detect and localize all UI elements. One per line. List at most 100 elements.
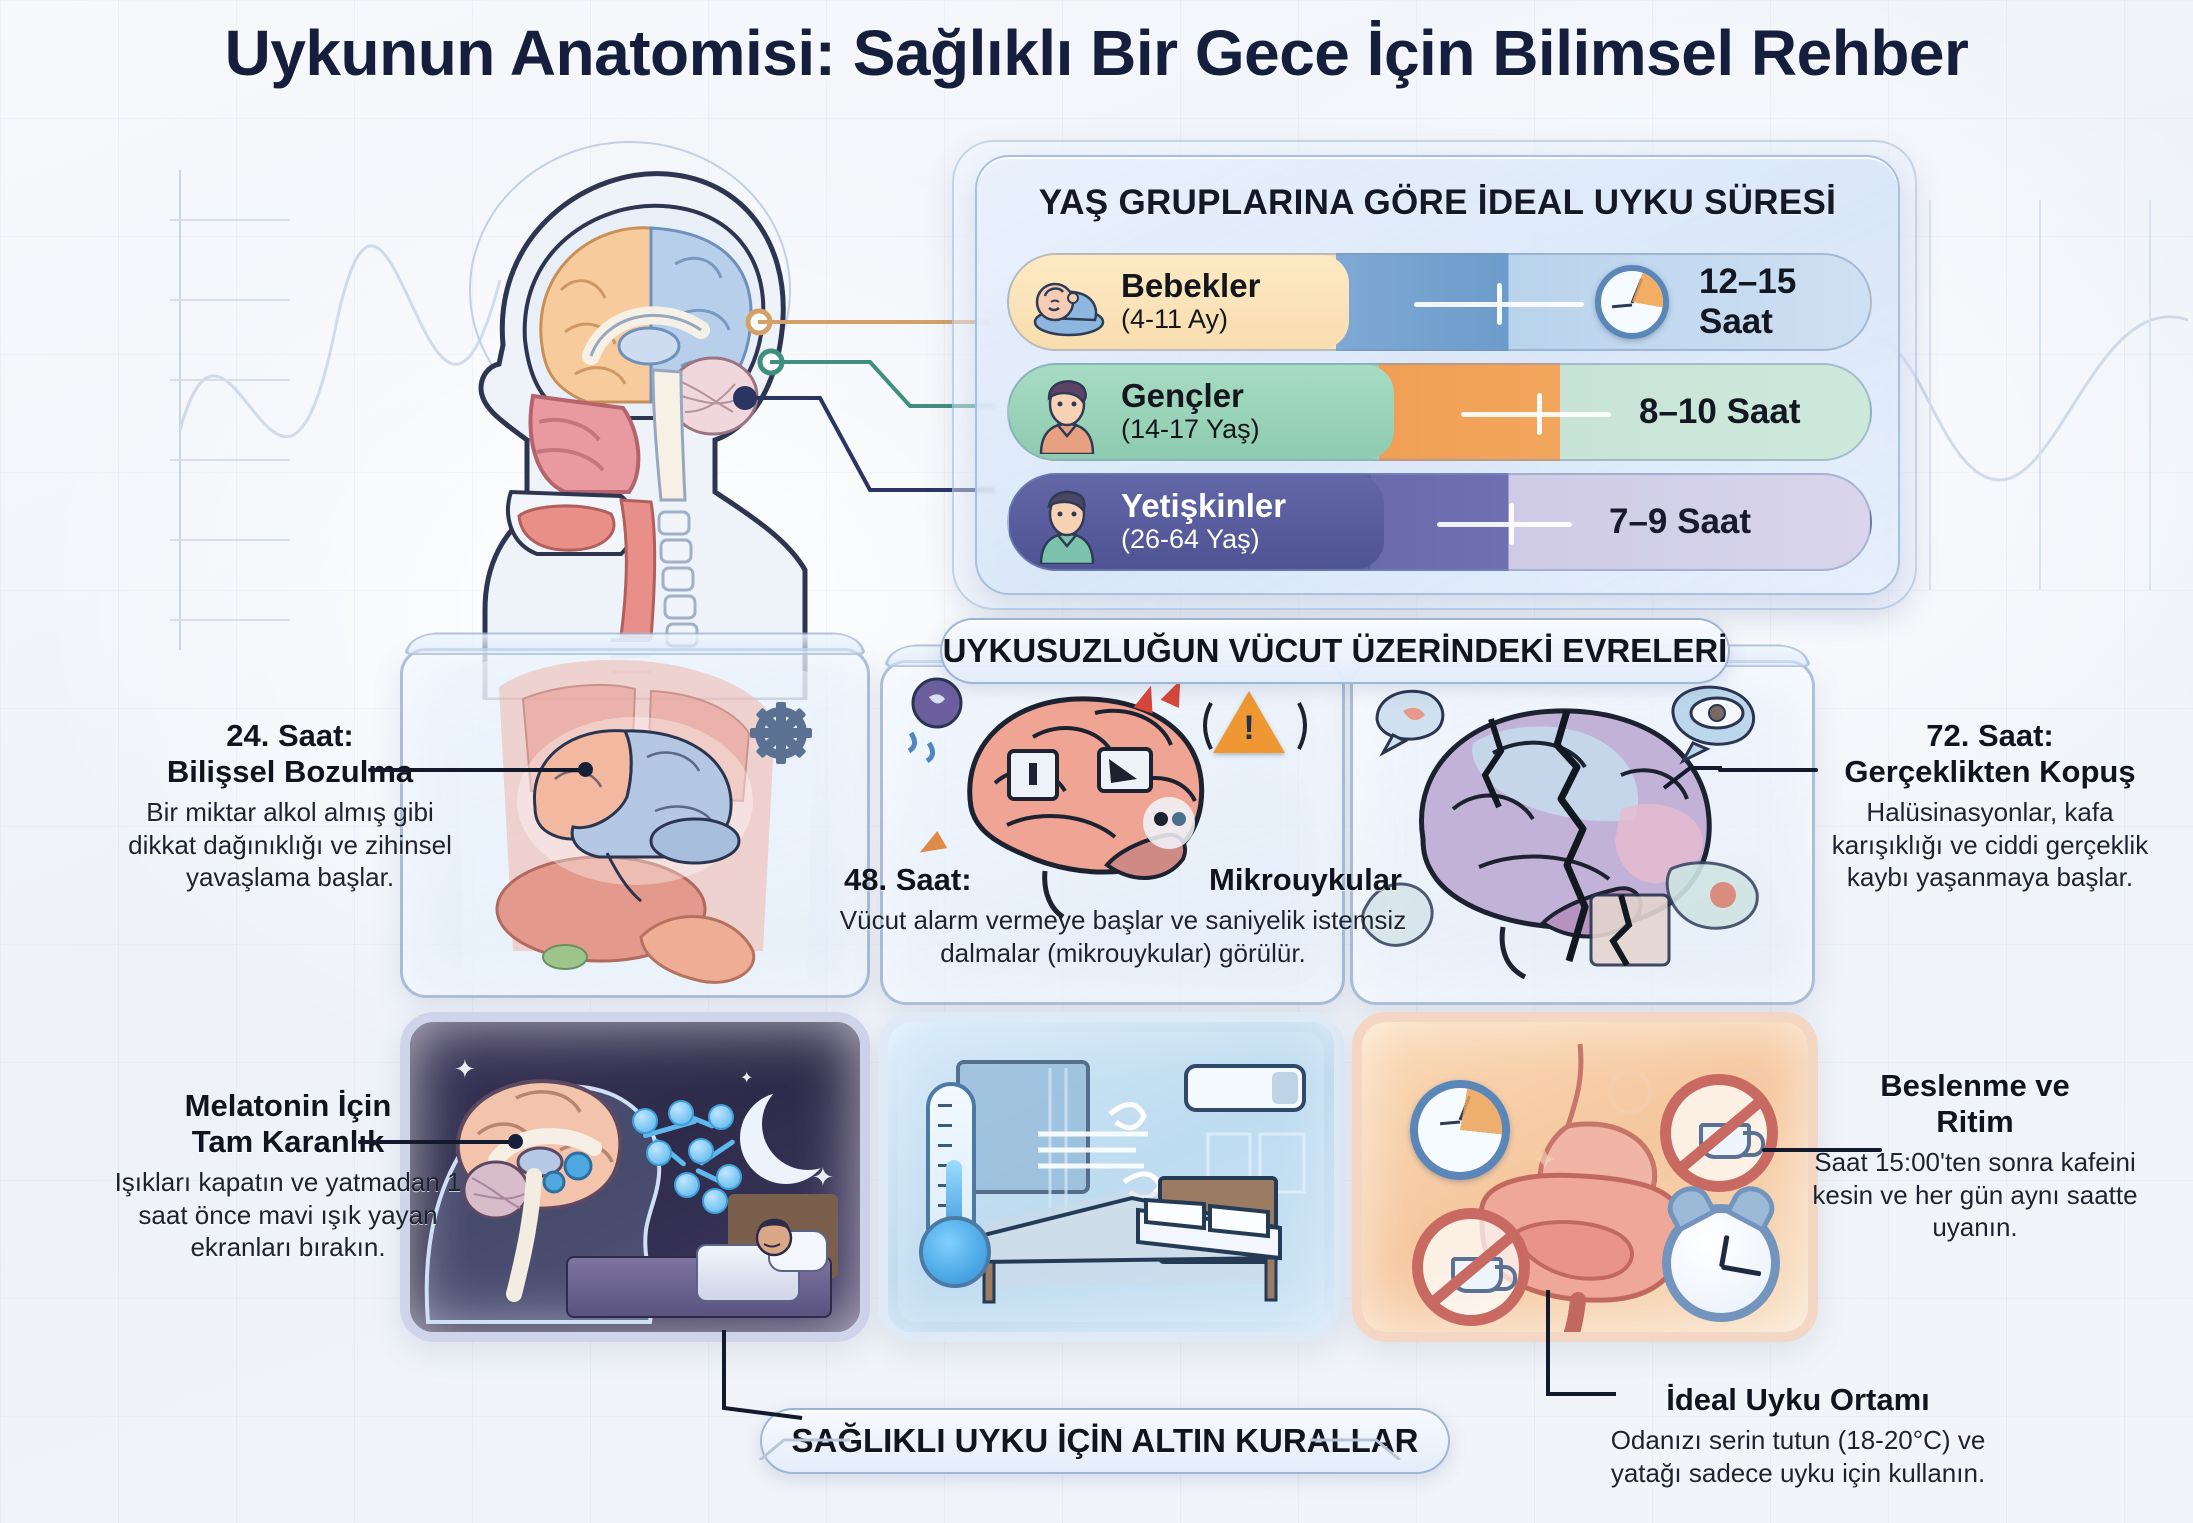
adult-avatar-icon xyxy=(1025,480,1109,566)
age-row-babies[interactable]: Bebekler (4-11 Ay) 12–15 Saat xyxy=(1007,253,1872,351)
annotation-nutrition: Beslenme ve Ritim Saat 15:00'ten sonra k… xyxy=(1790,1068,2160,1244)
cool-room-illustration xyxy=(898,1032,1324,1322)
age-pill-adults: Yetişkinler (26-64 Yaş) xyxy=(1009,475,1384,569)
age-bar-marker xyxy=(1509,503,1514,545)
head-anatomy-illustration xyxy=(469,141,808,700)
leader-line-melatonin xyxy=(358,1140,516,1144)
clock-icon xyxy=(1410,1080,1510,1180)
star-icon: ✦ xyxy=(454,1054,476,1084)
annotation-nutrition-title-line1: Beslenme ve xyxy=(1880,1068,2070,1103)
star-icon: ✦ xyxy=(812,1162,834,1192)
melatonin-molecule-icon xyxy=(688,1138,714,1164)
age-group-name: Bebekler xyxy=(1121,266,1261,304)
warning-triangle-icon: ! xyxy=(1213,691,1285,753)
age-bar-tick xyxy=(1437,522,1572,527)
melatonin-molecule-icon xyxy=(674,1172,700,1198)
leader-dot-24h xyxy=(578,762,593,777)
clock-minute-hand xyxy=(1721,1264,1762,1277)
annotation-nutrition-body: Saat 15:00'ten sonra kafeini kesin ve he… xyxy=(1812,1146,2138,1243)
age-hours-value: 12–15 Saat xyxy=(1699,262,1797,341)
phases-section-chip: UYKUSUZLUĞUN VÜCUT ÜZERİNDEKİ EVRELERİ xyxy=(940,618,1730,684)
sleeping-baby-icon xyxy=(1025,260,1109,344)
leader-line-nutrition xyxy=(1762,1148,1882,1152)
age-row-adults[interactable]: Yetişkinler (26-64 Yaş) 7–9 Saat xyxy=(1007,473,1872,571)
phase-48h-cube-panel: ! xyxy=(880,644,1345,1005)
star-icon: ✦ xyxy=(740,1070,754,1087)
cracked-brain-illustration xyxy=(1361,685,1759,979)
sleeping-person-icon xyxy=(755,1218,793,1257)
torso-cube-panel xyxy=(400,632,870,998)
svg-text:✦: ✦ xyxy=(1532,1144,1557,1177)
melatonin-molecule-icon xyxy=(702,1188,728,1214)
age-hours-value: 7–9 Saat xyxy=(1609,502,1752,541)
no-caffeine-icon xyxy=(1660,1074,1778,1192)
age-bar-marker xyxy=(1537,393,1542,435)
clock-icon xyxy=(1595,265,1669,339)
annotation-environment-title: İdeal Uyku Ortamı xyxy=(1666,1382,1930,1417)
background-trace-right xyxy=(1870,200,2189,590)
cool-bedroom-panel xyxy=(878,1012,1344,1342)
annotation-72h-title-line2: Gerçeklikten Kopuş xyxy=(1844,753,2136,789)
melatonin-molecule-icon xyxy=(708,1104,734,1130)
clock-hour-hand xyxy=(1719,1235,1730,1268)
annotation-24h: 24. Saat: Bilişsel Bozulma Bir miktar al… xyxy=(95,718,485,894)
age-group-range: (26-64 Yaş) xyxy=(1121,524,1260,555)
annotation-environment-body: Odanızı serin tutun (18-20°C) ve yatağı … xyxy=(1610,1424,1986,1488)
leader-elbow-72h xyxy=(1662,766,1722,790)
age-sleep-duration-panel: YAŞ GRUPLARINA GÖRE İDEAL UYKU SÜRESİ xyxy=(975,155,1900,595)
annotation-24h-body: Bir miktar alkol almış gibi dikkat dağın… xyxy=(128,796,452,893)
age-group-name: Yetişkinler xyxy=(1121,486,1287,524)
age-row-teens[interactable]: Gençler (14-17 Yaş) 8–10 Saat xyxy=(1007,363,1872,461)
age-hours-value: 8–10 Saat xyxy=(1639,392,1801,431)
warning-exclamation: ! xyxy=(1243,709,1255,747)
alarm-clock-icon xyxy=(1662,1204,1780,1322)
thermometer-icon xyxy=(919,1082,991,1288)
annotation-melatonin-title-line1: Melatonin İçin xyxy=(184,1088,392,1123)
annotation-24h-title-line1: 24. Saat: xyxy=(226,718,354,753)
no-caffeine-icon xyxy=(1412,1208,1530,1326)
age-group-range: (14-17 Yaş) xyxy=(1121,414,1260,445)
annotation-72h: 72. Saat: Gerçeklikten Kopuş Halüsinasyo… xyxy=(1810,718,2170,894)
warning-vibration-lines xyxy=(1203,702,1307,750)
teen-avatar-icon xyxy=(1025,370,1109,456)
annotation-melatonin: Melatonin İçin Tam Karanlık Işıkları kap… xyxy=(98,1088,478,1264)
leader-line-24h xyxy=(368,768,588,772)
cube-top-face xyxy=(403,632,867,655)
age-group-range: (4-11 Ay) xyxy=(1121,304,1229,335)
melatonin-molecule-icon xyxy=(716,1164,742,1190)
annotation-melatonin-title-line2: Tam Karanlık xyxy=(191,1123,385,1159)
age-panel-heading: YAŞ GRUPLARINA GÖRE İDEAL UYKU SÜRESİ xyxy=(1038,183,1837,222)
melatonin-molecule-icon xyxy=(646,1140,672,1166)
crescent-moon-icon xyxy=(762,1078,854,1170)
nutrition-rhythm-panel: ✦ ✦ xyxy=(1352,1012,1818,1342)
page-title: Uykunun Anatomisi: Sağlıklı Bir Gece İçi… xyxy=(224,17,1969,89)
leader-line-72h xyxy=(1718,768,1818,772)
age-pill-teens: Gençler (14-17 Yaş) xyxy=(1009,365,1394,459)
clock-wedge xyxy=(1601,271,1663,333)
annotation-environment: İdeal Uyku Ortamı Odanızı serin tutun (1… xyxy=(1578,1382,2018,1489)
annotation-melatonin-body: Işıkları kapatın ve yatmadan 1 saat önce… xyxy=(114,1166,462,1263)
melatonin-molecule-icon xyxy=(668,1100,694,1126)
melatonin-room-panel: ✦ ✦ ✦ xyxy=(400,1012,870,1342)
torso-organs-illustration xyxy=(457,646,815,984)
phase-72h-cube-panel xyxy=(1350,644,1815,1005)
gear-icon xyxy=(750,702,812,764)
age-pill-babies: Bebekler (4-11 Ay) xyxy=(1009,255,1349,349)
leader-dot-melatonin xyxy=(508,1134,523,1149)
age-group-name: Gençler xyxy=(1121,376,1244,414)
golden-rules-leaders xyxy=(759,1438,1401,1460)
annotation-72h-body: Halüsinasyonlar, kafa karışıklığı ve cid… xyxy=(1831,796,2149,893)
annotation-48h-title-right: Mikrouykular xyxy=(1209,862,1402,897)
annotation-48h-title-left: 48. Saat: xyxy=(844,862,972,897)
melatonin-molecule-icon xyxy=(632,1108,658,1134)
annotation-48h-body: Vücut alarm vermeye başlar ve saniyelik … xyxy=(839,904,1407,968)
clock-wedge xyxy=(1418,1088,1502,1172)
annotation-nutrition-title-line2: Ritim xyxy=(1936,1103,2014,1139)
age-bar-tick xyxy=(1461,412,1611,417)
annotation-72h-title-line1: 72. Saat: xyxy=(1926,718,2054,753)
leader-elbow-environment xyxy=(1546,1290,1616,1396)
annotation-48h: 48. Saat: Mikrouykular Vücut alarm verme… xyxy=(828,862,1418,969)
leader-golden-left xyxy=(722,1330,803,1420)
age-bar-marker xyxy=(1497,283,1502,325)
